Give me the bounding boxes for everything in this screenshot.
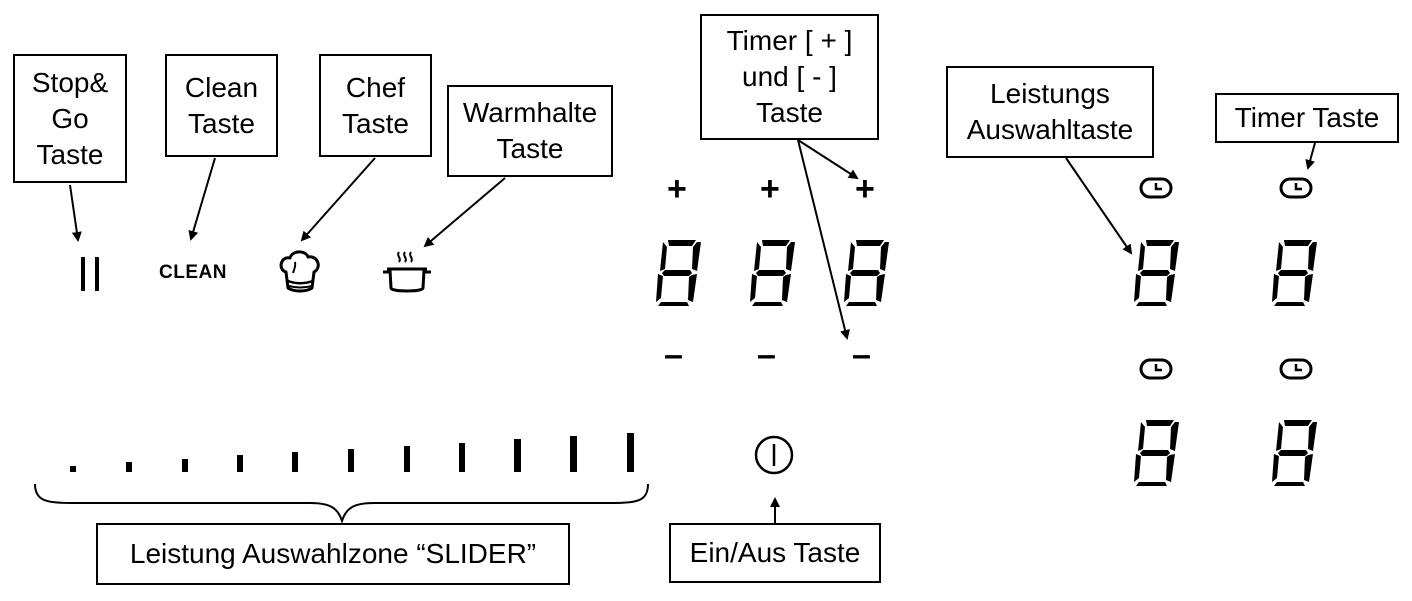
pause-icon[interactable] (70, 255, 110, 295)
minus-key-3[interactable]: – (852, 336, 871, 374)
zone-digit-bottom-right (1272, 420, 1317, 486)
minus-key-1[interactable]: – (664, 336, 683, 374)
clock-icon[interactable] (1279, 358, 1313, 380)
plus-key-3[interactable]: + (855, 170, 875, 208)
slider-callout: Leistung Auswahlzone “SLIDER” (96, 523, 570, 585)
ein-aus-callout: Ein/Aus Taste (669, 523, 881, 583)
timer-digit-1 (656, 240, 701, 306)
zone-digit-bottom-left (1134, 420, 1179, 486)
clean-button-label[interactable]: CLEAN (159, 262, 227, 283)
clock-icon[interactable] (1139, 177, 1173, 199)
power-icon[interactable] (752, 433, 796, 477)
clock-icon[interactable] (1139, 358, 1173, 380)
timer-taste-callout: Timer Taste (1215, 93, 1399, 143)
timer-digit-3 (844, 240, 889, 306)
stop-go-callout: Stop& Go Taste (13, 54, 127, 183)
minus-key-2[interactable]: – (757, 336, 776, 374)
leistungs-callout: Leistungs Auswahltaste (946, 66, 1154, 158)
timer-plus-minus-callout: Timer [ + ] und [ - ] Taste (700, 14, 879, 140)
warmhalte-callout: Warmhalte Taste (447, 85, 613, 177)
plus-key-2[interactable]: + (760, 170, 780, 208)
warming-pot-icon[interactable] (381, 248, 433, 296)
timer-digit-2 (750, 240, 795, 306)
clean-callout: Clean Taste (165, 54, 278, 157)
plus-key-1[interactable]: + (667, 170, 687, 208)
chef-callout: Chef Taste (319, 54, 432, 157)
zone-digit-top-left (1134, 240, 1179, 306)
chef-hat-icon[interactable] (276, 248, 324, 296)
zone-digit-top-right (1272, 240, 1317, 306)
clock-icon[interactable] (1279, 177, 1313, 199)
